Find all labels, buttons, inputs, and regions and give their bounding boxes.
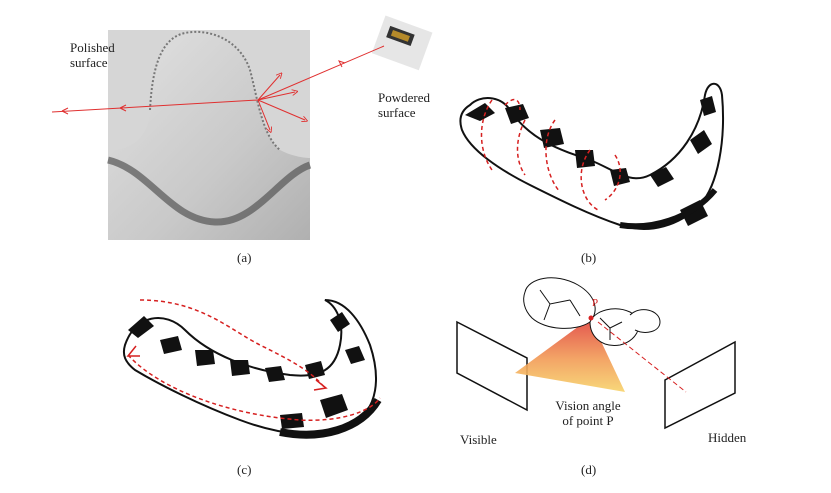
arch-thick-edge: [279, 397, 382, 439]
scanner-icon: [371, 15, 433, 71]
panel-b-caption: (b): [581, 250, 597, 265]
powder-texture: [149, 31, 281, 151]
panel-c-arch: [122, 299, 382, 439]
polished-surface-label: Polished surface: [70, 40, 115, 70]
panel-b-arch: [459, 82, 725, 230]
panel-a-caption: (a): [237, 250, 252, 265]
arch-outline: [459, 82, 725, 230]
panel-d-caption: (d): [581, 462, 597, 477]
scan-path-c: [126, 299, 381, 421]
scan-path-b: [480, 98, 621, 211]
tooth-inner-boundary: [107, 156, 312, 226]
polished-label-line1: Polished: [70, 40, 115, 55]
point-p-marker: [588, 315, 594, 321]
powdered-surface-label: Powdered surface: [378, 90, 430, 120]
vision-label-line1: Vision angle: [555, 398, 621, 413]
ray-arrow: [338, 60, 346, 68]
vision-angle-label: Vision angle of point P: [543, 398, 633, 428]
tooth-fragments: [128, 312, 365, 429]
panel-a-photo: [51, 15, 433, 240]
panel-c-caption: (c): [237, 462, 252, 477]
ray-arrow: [61, 107, 69, 115]
point-p-label: P: [592, 297, 599, 309]
visible-label: Visible: [460, 432, 497, 447]
panel-d-diagram: [456, 277, 736, 430]
powdered-label-line2: surface: [378, 105, 416, 120]
laser-incident-ray: [257, 45, 385, 101]
powdered-label-line1: Powdered: [378, 90, 430, 105]
arch-outline: [122, 299, 377, 435]
vision-label-line2: of point P: [562, 413, 614, 428]
scatter-rays: [257, 75, 305, 130]
polished-label-line2: surface: [70, 55, 108, 70]
hidden-label: Hidden: [708, 430, 747, 445]
arch-thick-edge: [619, 188, 718, 230]
tooth-fragments: [465, 96, 716, 226]
hidden-plane: [664, 340, 736, 430]
teeth-sketch: [523, 277, 661, 346]
visible-plane: [456, 320, 528, 412]
ray-arrow: [119, 104, 127, 112]
occluded-ray: [597, 321, 687, 393]
laser-reflected-ray: [51, 99, 259, 113]
